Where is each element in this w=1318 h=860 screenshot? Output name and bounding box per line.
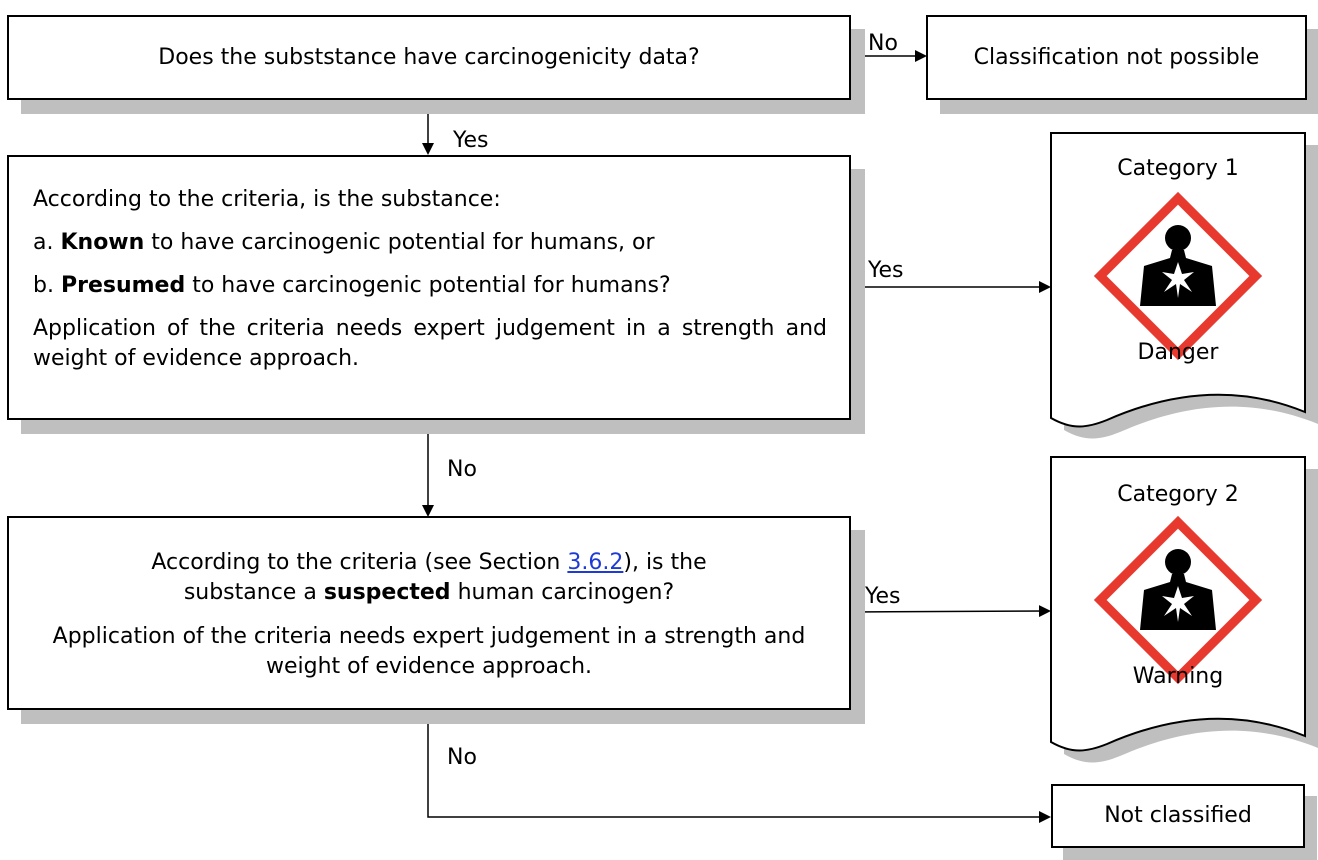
category-1-signal: Danger — [1137, 340, 1219, 365]
label-yes-3: Yes — [865, 584, 901, 609]
label-no-1: No — [868, 31, 898, 56]
question-1-text: Does the subststance have carcinogenicit… — [158, 44, 700, 70]
label-yes-1: Yes — [453, 128, 489, 153]
category-2-title: Category 2 — [1117, 482, 1239, 507]
section-link[interactable]: 3.6.2 — [567, 550, 624, 575]
question-2-option-a: a. Known to have carcinogenic potential … — [33, 230, 655, 255]
result-classification-not-possible: Classification not possible — [926, 15, 1307, 100]
category-1-title: Category 1 — [1117, 156, 1239, 181]
question-2-option-b: b. Presumed to have carcinogenic potenti… — [33, 273, 671, 298]
health-hazard-icon — [1093, 515, 1263, 685]
question-suspected: According to the criteria (see Section 3… — [7, 516, 851, 710]
known-term: Known — [60, 230, 145, 255]
presumed-term: Presumed — [60, 273, 186, 298]
label-yes-2: Yes — [868, 258, 904, 283]
category-2-signal: Warning — [1132, 664, 1224, 689]
not-classified-text: Not classified — [1104, 803, 1252, 828]
question-2-note: Application of the criteria needs expert… — [33, 316, 827, 371]
connector-yes-3 — [850, 605, 1051, 618]
health-hazard-icon — [1093, 191, 1263, 361]
question-2-intro: According to the criteria, is the substa… — [33, 187, 501, 212]
result-not-classified: Not classified — [1051, 784, 1305, 848]
question-3-text: According to the criteria (see Section 3… — [151, 550, 707, 605]
label-no-2: No — [447, 457, 477, 482]
label-no-3: No — [447, 745, 477, 770]
suspected-term: suspected — [323, 580, 451, 605]
question-3-note: Application of the criteria needs expert… — [52, 624, 806, 679]
question-known-presumed: According to the criteria, is the substa… — [7, 155, 851, 420]
not-possible-text: Classification not possible — [973, 44, 1260, 70]
question-carcinogenicity-data: Does the subststance have carcinogenicit… — [7, 15, 851, 100]
connector-no-3 — [427, 710, 1051, 823]
